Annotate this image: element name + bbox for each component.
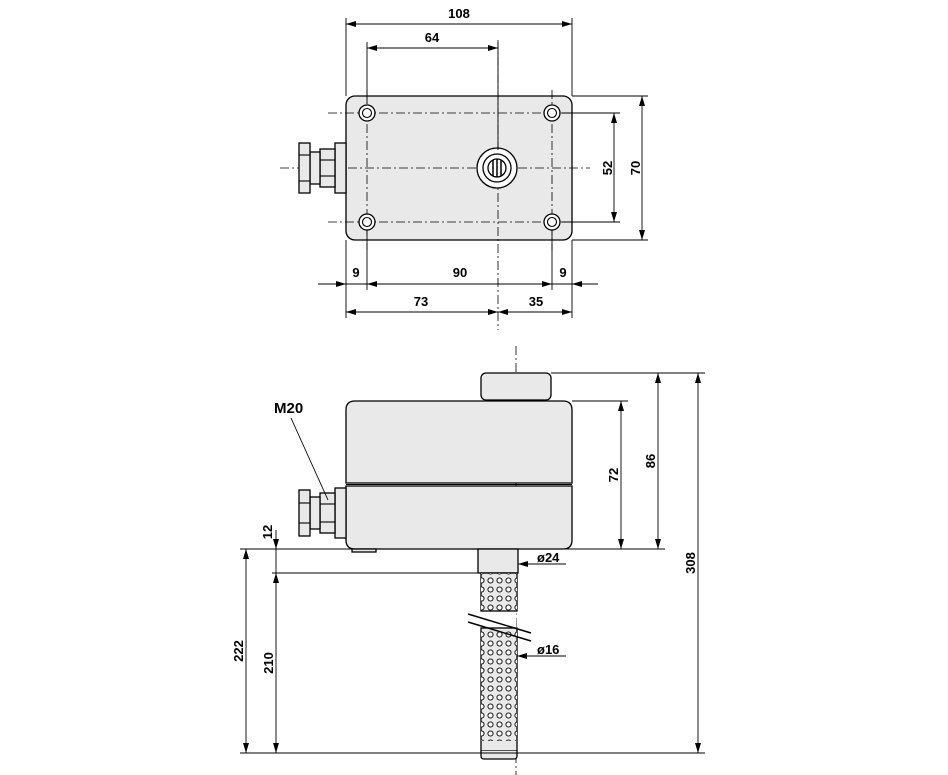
mounting-hole-top-left (358, 104, 376, 122)
cable-gland-top (298, 142, 347, 194)
dim-collar-height: 12 (260, 525, 275, 539)
cable-gland-side (298, 487, 347, 539)
dim-probe-length: 210 (261, 652, 276, 674)
dim-right-margin: 9 (559, 265, 566, 280)
dim-probe-length-total: 222 (231, 640, 246, 662)
dim-overall-height: 70 (628, 161, 643, 175)
adjustment-knob-side (480, 372, 552, 401)
dim-height-with-knob: 86 (643, 454, 658, 468)
thread-label: M20 (274, 400, 303, 417)
dim-center-to-right: 35 (529, 294, 543, 309)
dim-overall-width: 108 (448, 6, 470, 21)
dim-probe-diameter: ø16 (537, 642, 559, 657)
housing-base (345, 485, 573, 550)
dim-hole-spacing-horizontal: 90 (453, 265, 467, 280)
probe-collar (477, 548, 519, 574)
housing-lid (345, 400, 573, 484)
dim-housing-height: 72 (606, 468, 621, 482)
dim-left-margin: 9 (352, 265, 359, 280)
dim-total-height: 308 (683, 552, 698, 574)
mounting-hole-top-right (543, 104, 561, 122)
mounting-hole-bottom-left (358, 213, 376, 231)
top-view: 108 64 52 70 9 90 9 73 35 (280, 6, 648, 330)
dim-hole-to-center: 64 (425, 30, 440, 45)
dim-collar-diameter: ø24 (537, 550, 560, 565)
dim-hole-spacing-vertical: 52 (600, 161, 615, 175)
adjustment-knob-top (476, 147, 518, 189)
dim-left-to-center: 73 (414, 294, 428, 309)
side-view: M20 72 86 (231, 346, 705, 775)
mounting-hole-bottom-right (543, 213, 561, 231)
perforated-probe (467, 572, 532, 760)
